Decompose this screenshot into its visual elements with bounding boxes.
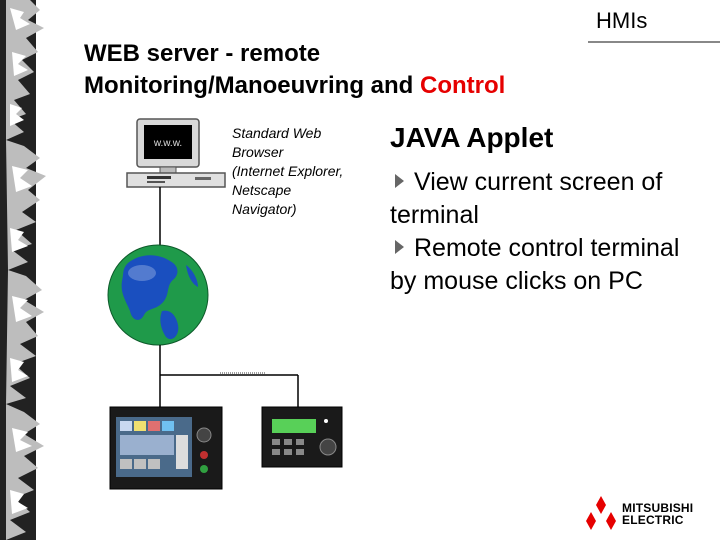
browser-note-line: Navigator) xyxy=(232,200,367,219)
browser-note-line: Netscape xyxy=(232,181,367,200)
title-line-2-text: Monitoring/Manoeuvring and xyxy=(84,72,420,99)
logo-text: MITSUBISHI ELECTRIC xyxy=(622,502,693,526)
bullet-text: Remote control terminal by mouse clicks … xyxy=(390,234,679,295)
triangle-bullet-icon xyxy=(395,240,404,254)
browser-note-line: Browser xyxy=(232,143,367,162)
three-diamonds-icon xyxy=(582,494,620,532)
monitor-screen-text: w.w.w. xyxy=(153,138,182,149)
company-logo: MITSUBISHI ELECTRIC xyxy=(582,494,717,538)
decorative-border xyxy=(0,0,62,540)
title-line-2: Monitoring/Manoeuvring and Control xyxy=(84,70,505,102)
bullet-item: View current screen of terminal xyxy=(390,166,690,232)
computer-icon: w.w.w. xyxy=(127,119,225,187)
browser-note: Standard Web Browser (Internet Explorer,… xyxy=(232,124,367,219)
logo-line-2: ELECTRIC xyxy=(622,514,693,526)
bullet-text: View current screen of terminal xyxy=(390,168,662,229)
hmi-terminal-large-icon xyxy=(110,407,222,489)
header-divider xyxy=(588,41,720,43)
bullet-item: Remote control terminal by mouse clicks … xyxy=(390,232,690,298)
title-highlight: Control xyxy=(420,72,505,99)
globe-icon xyxy=(108,245,208,345)
applet-bullets: View current screen of terminal Remote c… xyxy=(390,166,690,298)
section-tag: HMIs xyxy=(596,8,647,34)
triangle-bullet-icon xyxy=(395,174,404,188)
hmi-terminal-small-icon xyxy=(262,407,342,467)
applet-title: JAVA Applet xyxy=(390,122,553,154)
browser-note-line: Standard Web xyxy=(232,124,367,143)
title-line-1: WEB server - remote xyxy=(84,38,505,70)
slide-title: WEB server - remote Monitoring/Manoeuvri… xyxy=(84,38,505,102)
browser-note-line: (Internet Explorer, xyxy=(232,162,367,181)
